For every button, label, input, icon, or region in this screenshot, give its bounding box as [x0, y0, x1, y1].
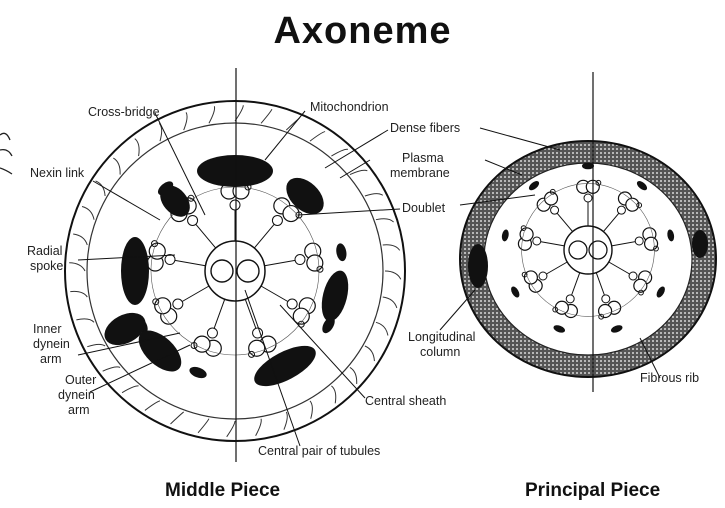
spoke-head: [272, 215, 282, 225]
spoke-head: [173, 299, 183, 309]
label-fibrous-rib: Fibrous rib: [640, 371, 699, 385]
spoke-head: [539, 272, 547, 280]
label-central-pair: Central pair of tubules: [258, 444, 380, 458]
mitochondrion-profile: [121, 237, 149, 305]
spoke-head: [295, 255, 305, 265]
longitudinal-column-left: [468, 244, 488, 288]
label-outer: Outer: [65, 373, 96, 387]
b-tubule: [249, 340, 265, 356]
dense-fiber: [582, 163, 594, 170]
label-membrane: membrane: [390, 166, 450, 180]
label-nexin-link: Nexin link: [30, 166, 85, 180]
label-spoke: spoke: [30, 259, 63, 273]
label-inner-dynein: dynein: [33, 337, 70, 351]
spoke-head: [207, 328, 217, 338]
spoke-head: [551, 206, 559, 214]
label-inner: Inner: [33, 322, 62, 336]
spoke-head: [635, 237, 643, 245]
spoke-head: [533, 237, 541, 245]
left-edge-fragment: [0, 133, 12, 174]
label-column: column: [420, 345, 460, 359]
spoke-head: [230, 200, 240, 210]
principal-central-tubule-left: [569, 241, 587, 259]
spoke-head: [617, 206, 625, 214]
spoke-head: [629, 272, 637, 280]
middle-piece-cross-section: [65, 101, 405, 441]
label-radial: Radial: [27, 244, 62, 258]
principal-central-tubule-right: [589, 241, 607, 259]
b-tubule: [155, 298, 171, 314]
central-tubule-left: [211, 260, 233, 282]
spoke-head: [566, 295, 574, 303]
caption-principal-piece: Principal Piece: [525, 480, 660, 502]
longitudinal-column-right: [692, 230, 708, 258]
label-plasma: Plasma: [402, 151, 444, 165]
caption-middle-piece: Middle Piece: [165, 480, 280, 502]
spoke-head: [584, 194, 592, 202]
label-inner-arm: arm: [40, 352, 62, 366]
b-tubule: [645, 237, 658, 250]
central-tubule-right: [237, 260, 259, 282]
label-central-sheath: Central sheath: [365, 394, 446, 408]
label-dense-fibers: Dense fibers: [390, 121, 460, 135]
label-cross-bridge: Cross-bridge: [88, 105, 160, 119]
spoke-head: [165, 255, 175, 265]
spoke-head: [287, 299, 297, 309]
label-mitochondrion: Mitochondrion: [310, 100, 389, 114]
spoke-head: [602, 295, 610, 303]
label-longitudinal: Longitudinal: [408, 330, 475, 344]
label-doublet: Doublet: [402, 201, 446, 215]
b-tubule: [307, 255, 323, 271]
label-outer-dynein: dynein: [58, 388, 95, 402]
middle-outer-membrane: [65, 101, 405, 441]
label-outer-arm: arm: [68, 403, 90, 417]
spoke-head: [188, 215, 198, 225]
b-tubule: [599, 305, 612, 318]
mitochondrion-profile: [197, 155, 273, 187]
principal-piece-cross-section: [460, 141, 716, 377]
